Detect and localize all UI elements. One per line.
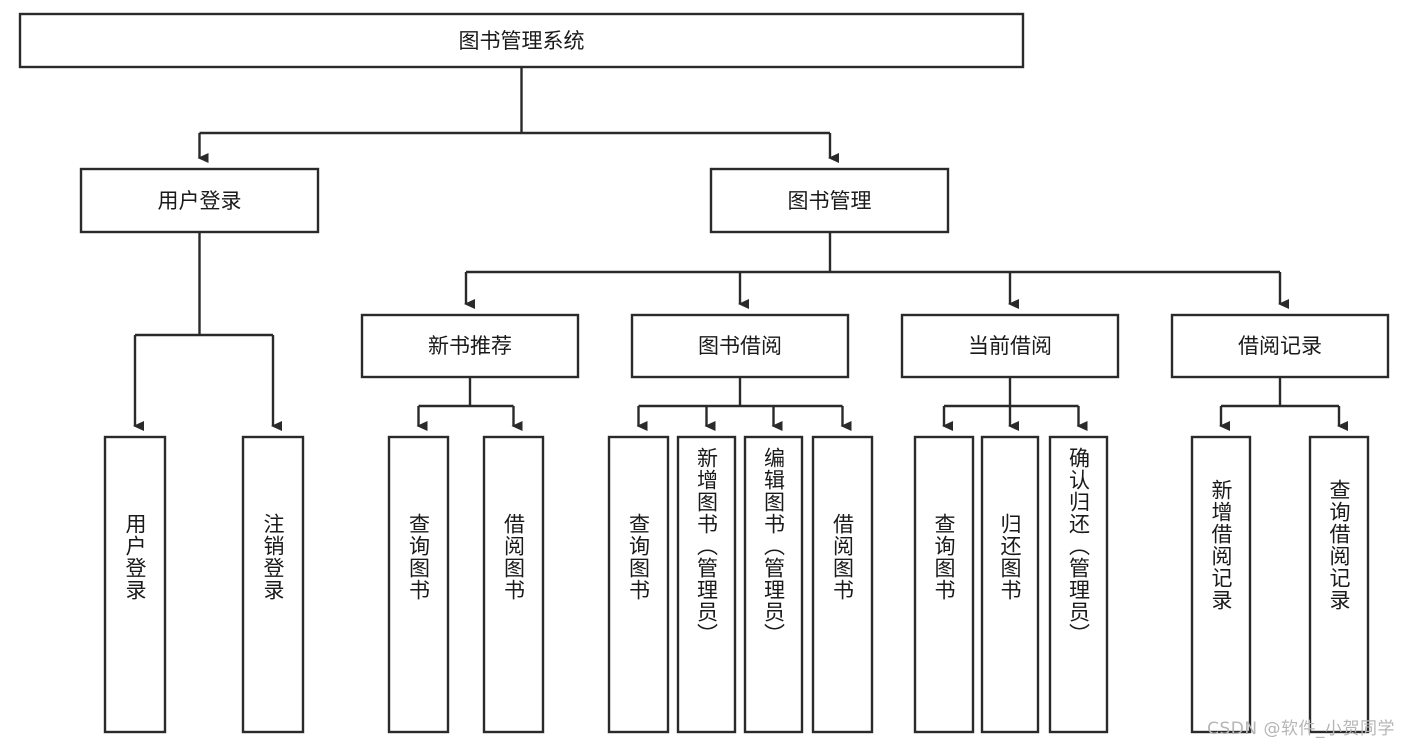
- leaf-box[interactable]: [482, 435, 545, 734]
- leaf-box[interactable]: [387, 435, 450, 734]
- leaf-box[interactable]: [607, 435, 670, 734]
- leaf-box-layer: [103, 435, 1370, 734]
- node-current-borrow[interactable]: 当前借阅: [900, 313, 1120, 379]
- leaf-box[interactable]: [241, 435, 305, 734]
- node-new-book-recommend[interactable]: 新书推荐: [360, 313, 580, 379]
- leaf-box[interactable]: [980, 435, 1040, 734]
- node-current-borrow-box: [900, 313, 1120, 379]
- node-book-management-box: [709, 167, 950, 234]
- node-root-box: [18, 12, 1025, 69]
- node-borrow-record-label: 借阅记录: [1238, 334, 1322, 358]
- leaf-box[interactable]: [676, 435, 737, 734]
- node-new-book-recommend-label: 新书推荐: [428, 334, 512, 358]
- node-current-borrow-label: 当前借阅: [968, 334, 1052, 358]
- node-book-management-label: 图书管理: [788, 189, 872, 213]
- node-book-borrow-label: 图书借阅: [698, 334, 782, 358]
- watermark: CSDN @软件_小贺同学: [1207, 719, 1395, 739]
- leaf-box[interactable]: [103, 435, 167, 734]
- node-book-borrow-box: [630, 313, 850, 379]
- node-new-book-recommend-box: [360, 313, 580, 379]
- leaf-box[interactable]: [743, 435, 804, 734]
- leaf-box[interactable]: [1308, 435, 1370, 734]
- node-book-borrow[interactable]: 图书借阅: [630, 313, 850, 379]
- leaf-box[interactable]: [811, 435, 874, 734]
- node-book-management[interactable]: 图书管理: [709, 167, 950, 234]
- leaf-box[interactable]: [1190, 435, 1252, 734]
- node-user-login-box: [79, 167, 320, 234]
- leaf-box[interactable]: [913, 435, 975, 734]
- leaf-box[interactable]: [1048, 435, 1109, 734]
- node-borrow-record[interactable]: 借阅记录: [1170, 313, 1390, 379]
- node-user-login-label: 用户登录: [158, 189, 242, 213]
- node-root[interactable]: 图书管理系统: [18, 12, 1025, 69]
- node-root-label: 图书管理系统: [459, 29, 585, 53]
- connector-layer: [133, 67, 1348, 431]
- node-user-login[interactable]: 用户登录: [79, 167, 320, 234]
- node-borrow-record-box: [1170, 313, 1390, 379]
